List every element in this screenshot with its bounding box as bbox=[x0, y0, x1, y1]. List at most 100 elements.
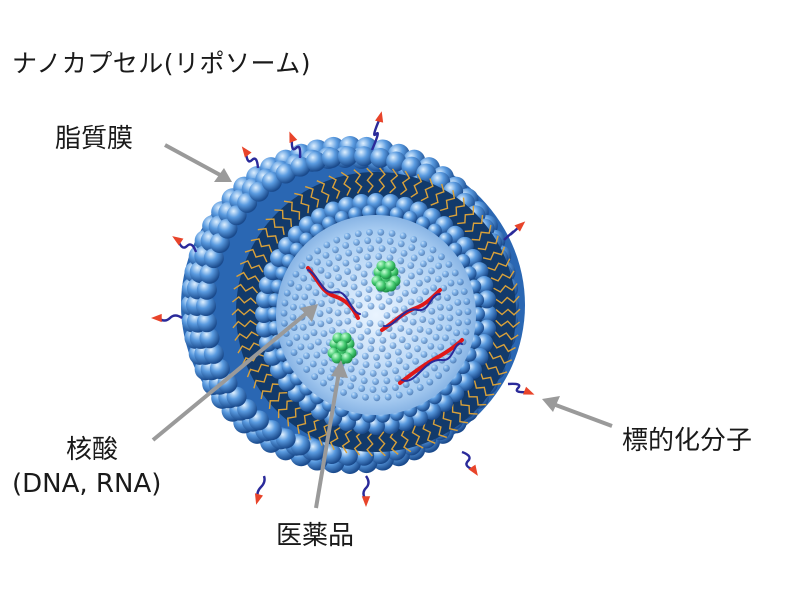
targeting-molecule bbox=[290, 137, 302, 159]
lipid-head bbox=[394, 348, 402, 356]
lipid-head bbox=[333, 236, 341, 244]
lipid-head bbox=[364, 327, 372, 335]
lipid-head bbox=[395, 391, 403, 399]
lipid-head bbox=[391, 306, 399, 314]
lipid-tail bbox=[307, 418, 322, 441]
lipid-head bbox=[381, 369, 388, 377]
lipid-head bbox=[398, 266, 406, 274]
lipid-head bbox=[365, 286, 373, 294]
lipid-tail bbox=[389, 430, 399, 455]
targeting-tip bbox=[514, 221, 526, 232]
lipid-head bbox=[283, 289, 291, 297]
lipid-head bbox=[386, 238, 394, 245]
lipid-head bbox=[420, 351, 428, 358]
drug-molecule bbox=[341, 352, 353, 364]
lipid-tail bbox=[422, 421, 436, 444]
lipid-head bbox=[349, 327, 357, 334]
lipid-head bbox=[328, 297, 336, 304]
lipid-head bbox=[435, 372, 443, 380]
lipid-head bbox=[401, 289, 409, 297]
targeting-molecules bbox=[151, 111, 535, 507]
lipid-head bbox=[360, 279, 368, 286]
lipid-head bbox=[462, 328, 470, 336]
lipid-tail bbox=[366, 431, 374, 457]
lipid-tail bbox=[432, 416, 448, 439]
lipid-head bbox=[437, 314, 445, 321]
lipid-head bbox=[364, 253, 371, 261]
lipid-head bbox=[316, 310, 324, 318]
lipid-head bbox=[366, 319, 374, 327]
lipid-tail bbox=[268, 392, 288, 409]
lipid-tail bbox=[490, 270, 515, 282]
lipid-head bbox=[400, 249, 408, 257]
lipid-head bbox=[370, 147, 391, 168]
lipid-tail bbox=[484, 361, 508, 376]
lipid-tail bbox=[340, 171, 352, 196]
lipid-head bbox=[280, 309, 288, 317]
lipid-head bbox=[426, 378, 434, 386]
lipid-head bbox=[321, 347, 328, 355]
lipid-tail bbox=[294, 192, 310, 214]
lipid-head bbox=[383, 377, 391, 385]
lipid-head bbox=[375, 236, 383, 244]
lipid-head bbox=[308, 319, 315, 327]
lipid-head bbox=[455, 309, 463, 317]
lipid-head bbox=[334, 309, 342, 317]
lipid-tail bbox=[495, 319, 521, 329]
lipid-head bbox=[416, 268, 424, 276]
label-nucleic-acid: 核酸 (DNA, RNA) bbox=[12, 433, 161, 501]
lipid-head bbox=[310, 329, 318, 337]
lipid-head bbox=[432, 333, 440, 341]
lipid-head bbox=[429, 246, 437, 254]
label-drug: 医薬品 bbox=[276, 521, 355, 551]
lipid-head bbox=[355, 290, 363, 298]
lipid-head bbox=[386, 151, 407, 172]
lipid-head bbox=[300, 274, 308, 282]
lipid-head bbox=[367, 302, 375, 310]
lipid-tail bbox=[253, 373, 275, 389]
lipid-head bbox=[293, 334, 301, 341]
lipid-head bbox=[392, 384, 399, 392]
lipid-head bbox=[320, 330, 328, 338]
lipid-tail bbox=[353, 169, 363, 194]
lipid-head bbox=[358, 385, 366, 392]
lipid-head bbox=[402, 381, 410, 388]
lipid-head bbox=[313, 351, 321, 359]
lipid-head bbox=[322, 251, 330, 259]
lipid-tail bbox=[378, 167, 386, 193]
pointer-arrows bbox=[151, 143, 613, 509]
lipid-head bbox=[360, 377, 368, 385]
lipid-head bbox=[203, 248, 224, 269]
lipid-head bbox=[290, 303, 297, 311]
targeting-molecule bbox=[362, 475, 370, 501]
lipid-head bbox=[424, 275, 431, 283]
drug-molecule bbox=[375, 280, 387, 292]
lipid-head bbox=[349, 374, 357, 382]
lipid-head bbox=[408, 244, 416, 252]
lipid-tail bbox=[239, 260, 264, 273]
lipid-head bbox=[455, 347, 463, 355]
targeting-molecule bbox=[503, 225, 521, 241]
lipid-head bbox=[309, 360, 317, 368]
lipid-head bbox=[373, 394, 381, 402]
lipid-head bbox=[422, 371, 430, 379]
arrow-drug bbox=[314, 371, 341, 509]
lipid-head bbox=[413, 376, 420, 384]
lipid-head bbox=[320, 359, 328, 367]
lipid-head bbox=[406, 388, 414, 396]
lipid-head bbox=[351, 358, 359, 366]
lipid-head bbox=[340, 389, 347, 396]
lipid-head bbox=[394, 375, 402, 383]
lipid-head bbox=[434, 275, 442, 283]
lipid-tail bbox=[389, 168, 399, 194]
lipid-head bbox=[345, 249, 353, 257]
lipid-head bbox=[317, 320, 325, 328]
lipid-head bbox=[378, 345, 386, 353]
lipid-head bbox=[353, 238, 360, 246]
lipid-head bbox=[344, 317, 352, 325]
lipid-head bbox=[372, 378, 379, 385]
lipid-head bbox=[410, 236, 418, 243]
lipid-head bbox=[292, 293, 299, 301]
lipid-head bbox=[389, 342, 397, 349]
